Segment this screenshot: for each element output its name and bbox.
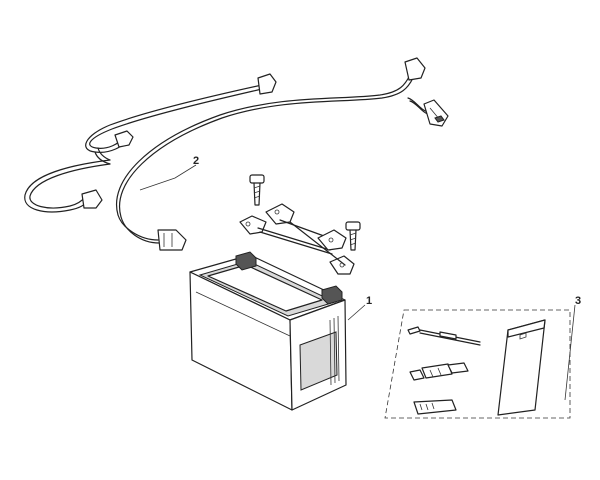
battery-terminal-right bbox=[321, 285, 343, 305]
battery-terminal-left bbox=[235, 251, 257, 271]
cable-upper bbox=[116, 74, 411, 216]
cable-lower-top-terminal bbox=[257, 73, 277, 95]
tool-kit bbox=[384, 304, 576, 419]
tool-kit-frame bbox=[384, 309, 571, 419]
battery-bracket bbox=[239, 203, 355, 275]
tool-bag bbox=[497, 319, 546, 416]
battery-label bbox=[299, 331, 338, 391]
callout-tool-kit: 3 bbox=[575, 295, 581, 307]
cable-lower bbox=[85, 84, 263, 153]
screw-right bbox=[345, 221, 361, 251]
fuse-tool bbox=[409, 362, 469, 381]
screwdriver bbox=[407, 326, 481, 346]
cable-upper-terminal bbox=[404, 57, 426, 81]
spare-part bbox=[413, 399, 457, 415]
fuse-connector bbox=[423, 99, 449, 127]
callout-battery: 1 bbox=[366, 295, 372, 307]
battery-cable-harness bbox=[24, 57, 449, 251]
cable-lower-left-terminal bbox=[81, 189, 103, 209]
battery-assembly bbox=[189, 174, 366, 411]
callout-cable: 2 bbox=[193, 155, 199, 167]
screw-left bbox=[249, 174, 265, 206]
battery bbox=[189, 251, 347, 411]
